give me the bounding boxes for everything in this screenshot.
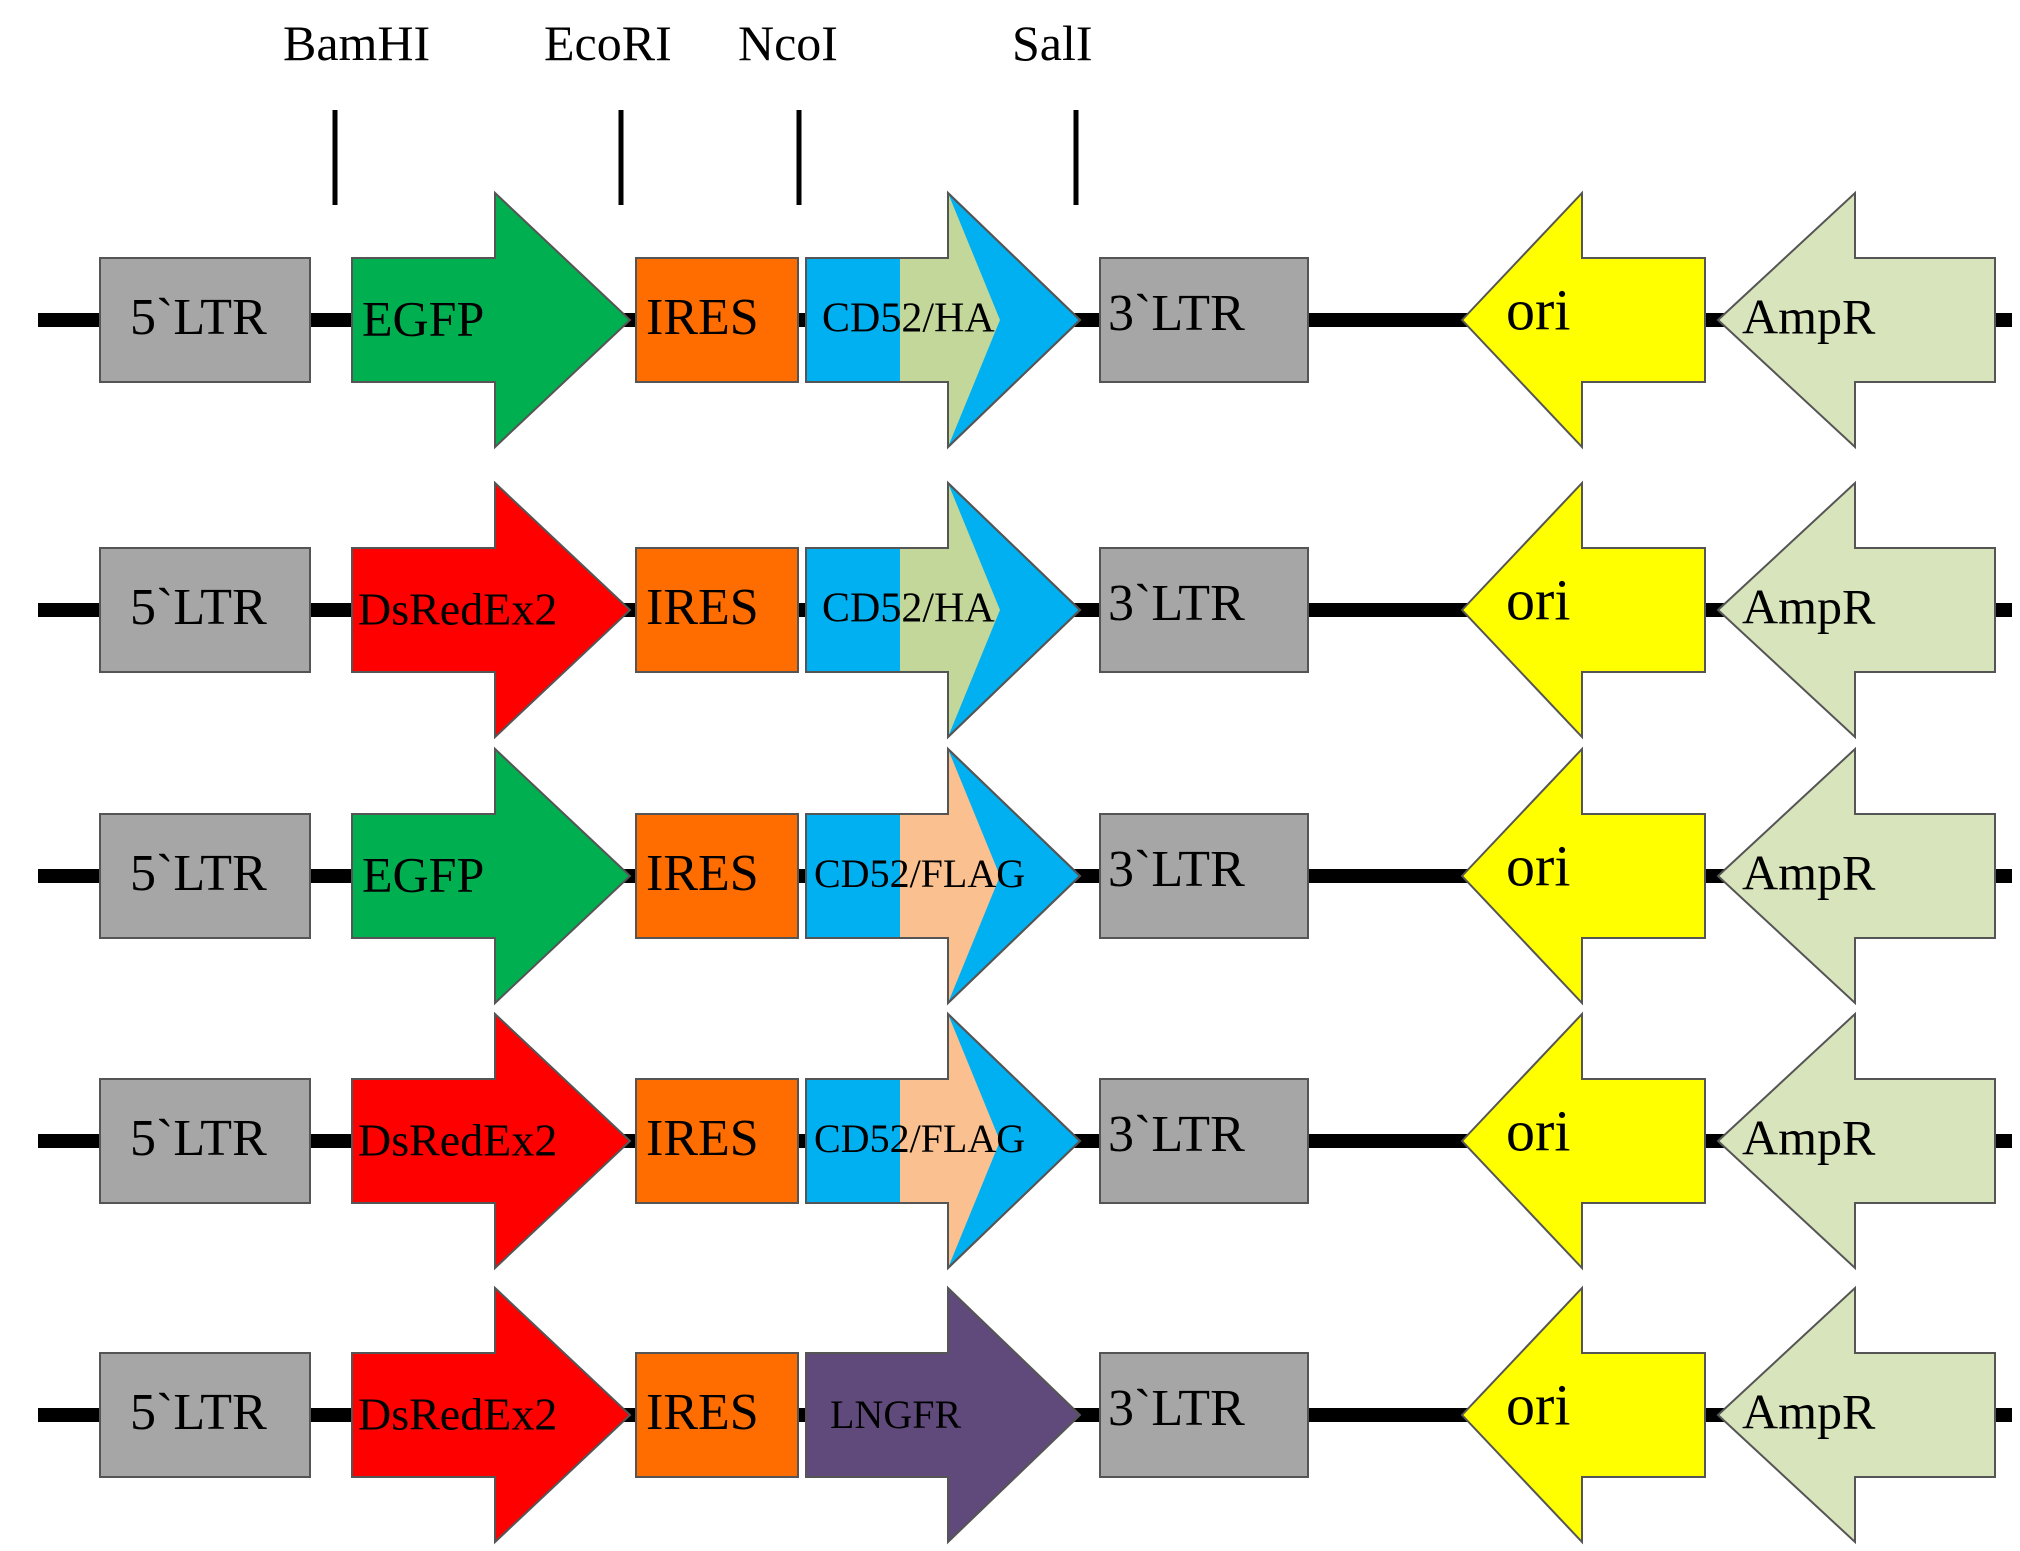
ori-label: ori: [1506, 1372, 1570, 1437]
ltr5-label: 5`LTR: [130, 1110, 267, 1167]
ampr-label: AmpR: [1742, 288, 1876, 344]
ori-label: ori: [1506, 567, 1570, 632]
construct-row: 5`LTR EGFP IRES CD52/FLAG 3`LTR ori AmpR: [38, 746, 2012, 1006]
ori-arrow: [1460, 190, 1706, 450]
ires-box: [635, 813, 799, 939]
ires-label: IRES: [646, 289, 759, 346]
ires-label: IRES: [646, 1110, 759, 1167]
ltr5-label: 5`LTR: [130, 579, 267, 636]
ltr5-box: [99, 547, 311, 673]
marker-label: CD52/HA: [822, 586, 995, 632]
site-label-ncoi: NcoI: [738, 15, 838, 71]
ori-arrow: [1460, 480, 1706, 740]
ampr-arrow: [1716, 1011, 1996, 1271]
site-label-bamhi: BamHI: [283, 15, 430, 71]
ltr5-box: [99, 257, 311, 383]
marker-label: LNGFR: [830, 1392, 961, 1437]
ori-label: ori: [1506, 833, 1570, 898]
ires-label: IRES: [646, 845, 759, 902]
reporter-arrow: [351, 190, 632, 450]
epitope-tag-segment: [900, 1014, 1000, 1268]
reporter-arrow: [351, 1011, 632, 1271]
ltr5-box: [99, 1078, 311, 1204]
ltr3-box: [1099, 1352, 1309, 1478]
ori-label: ori: [1506, 1098, 1570, 1163]
ltr3-box: [1099, 547, 1309, 673]
ltr5-label: 5`LTR: [130, 845, 267, 902]
ltr5-box: [99, 1352, 311, 1478]
ires-box: [635, 257, 799, 383]
construct-row: 5`LTR EGFP IRES CD52/HA 3`LTR ori AmpR: [38, 190, 2012, 450]
ltr3-box: [1099, 257, 1309, 383]
ampr-label: AmpR: [1742, 844, 1876, 900]
construct-row: 5`LTR DsRedEx2 IRES CD52/FLAG 3`LTR ori AmpR: [38, 1011, 2012, 1271]
ltr5-label: 5`LTR: [130, 1384, 267, 1441]
reporter-label: DsRedEx2: [358, 584, 557, 635]
ampr-label: AmpR: [1742, 578, 1876, 634]
ires-box: [635, 1078, 799, 1204]
site-label-ecori: EcoRI: [544, 15, 672, 71]
ires-box: [635, 547, 799, 673]
ltr5-label: 5`LTR: [130, 289, 267, 346]
ori-arrow: [1460, 1285, 1706, 1545]
ltr3-label: 3`LTR: [1108, 1106, 1245, 1163]
ampr-label: AmpR: [1742, 1109, 1876, 1165]
ltr3-box: [1099, 1078, 1309, 1204]
ori-arrow: [1460, 1011, 1706, 1271]
reporter-arrow: [351, 480, 632, 740]
ori-arrow: [1460, 746, 1706, 1006]
ltr3-box: [1099, 813, 1309, 939]
marker-arrow-outline: [805, 746, 1082, 1006]
marker-label: CD52/FLAG: [814, 1116, 1025, 1161]
reporter-label: DsRedEx2: [358, 1389, 557, 1440]
reporter-arrow: [351, 1285, 632, 1545]
ltr3-label: 3`LTR: [1108, 1380, 1245, 1437]
reporter-label: DsRedEx2: [358, 1115, 557, 1166]
ori-label: ori: [1506, 277, 1570, 342]
marker-arrow-outline: [805, 1011, 1082, 1271]
reporter-label: EGFP: [362, 846, 484, 902]
site-label-sali: SalI: [1012, 15, 1093, 71]
ampr-arrow: [1716, 746, 1996, 1006]
reporter-label: EGFP: [362, 290, 484, 346]
construct-row: 5`LTR DsRedEx2 IRES LNGFR 3`LTR ori AmpR: [38, 1285, 2012, 1545]
epitope-tag-segment: [900, 193, 1000, 447]
ampr-label: AmpR: [1742, 1383, 1876, 1439]
marker-arrow-outline: [805, 190, 1082, 450]
ltr3-label: 3`LTR: [1108, 285, 1245, 342]
reporter-arrow: [351, 746, 632, 1006]
ires-label: IRES: [646, 1384, 759, 1441]
ampr-arrow: [1716, 190, 1996, 450]
ltr3-label: 3`LTR: [1108, 575, 1245, 632]
ires-box: [635, 1352, 799, 1478]
ires-label: IRES: [646, 579, 759, 636]
marker-arrow-outline: [805, 480, 1082, 740]
epitope-tag-segment: [900, 749, 1000, 1003]
marker-label: CD52/FLAG: [814, 851, 1025, 896]
epitope-tag-segment: [900, 483, 1000, 737]
ampr-arrow: [1716, 1285, 1996, 1545]
marker-arrow: [805, 1285, 1082, 1545]
ltr5-box: [99, 813, 311, 939]
ampr-arrow: [1716, 480, 1996, 740]
marker-label: CD52/HA: [822, 296, 995, 342]
ltr3-label: 3`LTR: [1108, 841, 1245, 898]
construct-row: 5`LTR DsRedEx2 IRES CD52/HA 3`LTR ori AmpR: [38, 480, 2012, 740]
